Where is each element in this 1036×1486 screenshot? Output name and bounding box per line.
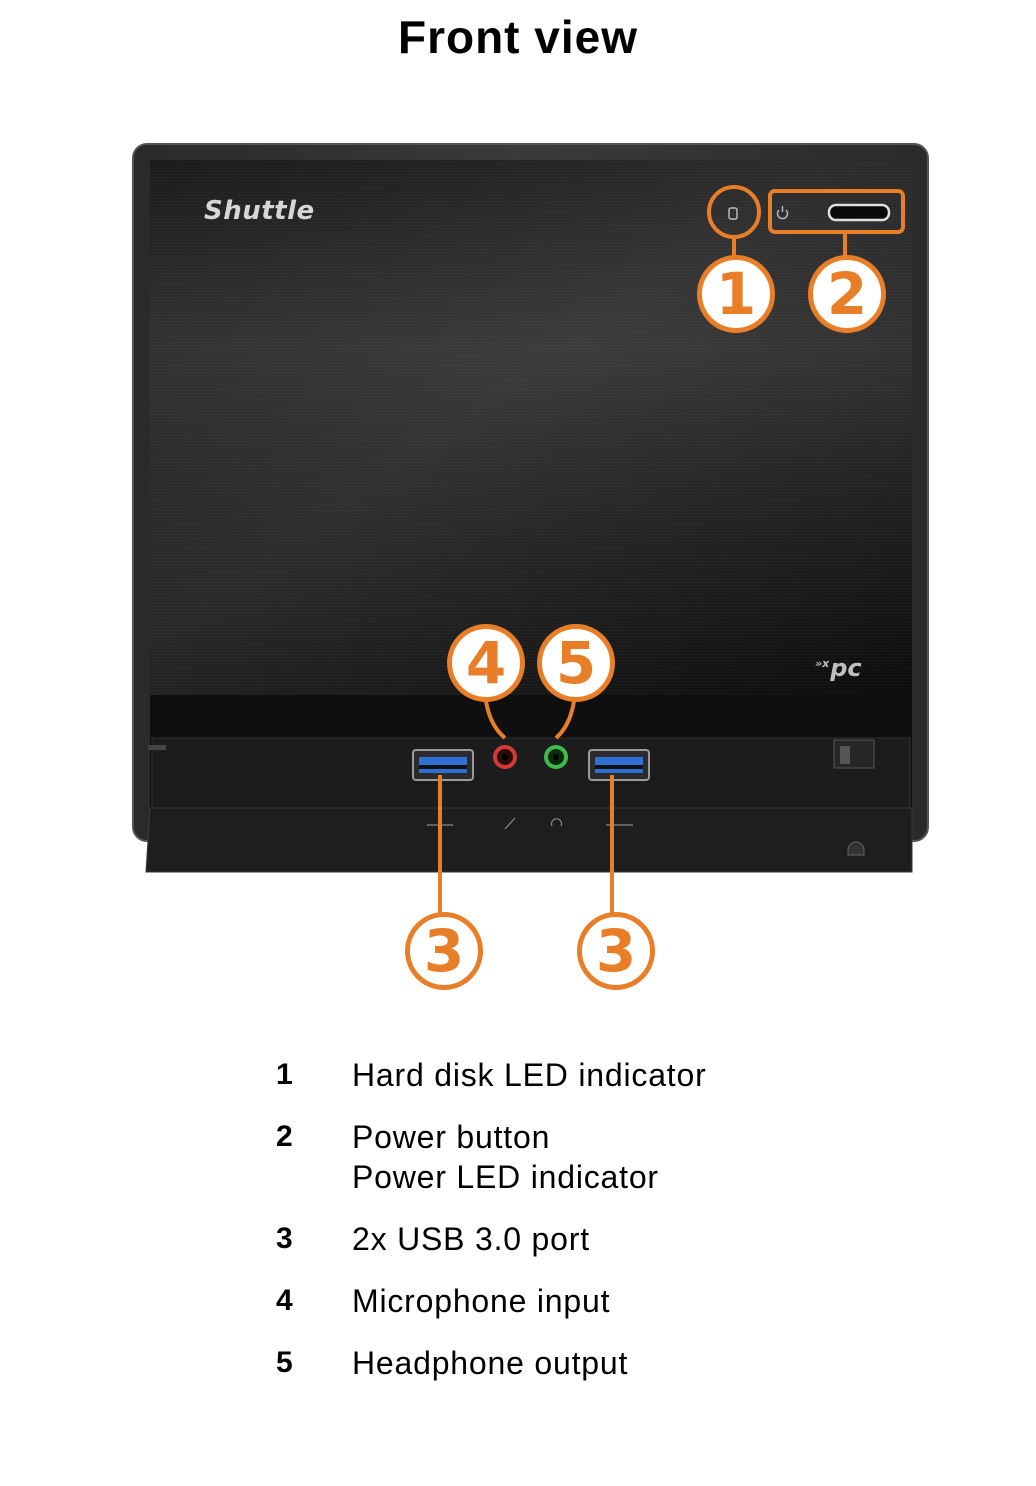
model-logo: »xpc (815, 654, 862, 682)
legend-text: 2x USB 3.0 port (352, 1219, 590, 1259)
legend-text: Headphone output (352, 1343, 628, 1383)
callout-3-left: 3 (405, 912, 483, 990)
legend-number: 2 (276, 1120, 293, 1153)
callout-2: 2 (808, 255, 886, 333)
callout-1: 1 (697, 255, 775, 333)
legend-text: Microphone input (352, 1281, 610, 1321)
legend-line: 2x USB 3.0 port (352, 1221, 590, 1257)
usb-port-right (588, 749, 650, 781)
legend-item: 1 Hard disk LED indicator (276, 1055, 976, 1095)
legend-number: 1 (276, 1058, 293, 1091)
legend-item: 4 Microphone input (276, 1281, 976, 1321)
legend-text: Hard disk LED indicator (352, 1055, 707, 1095)
power-icon (776, 206, 789, 220)
power-callout-box (768, 189, 905, 234)
legend-text: Power button Power LED indicator (352, 1117, 659, 1197)
legend-number: 3 (276, 1222, 293, 1255)
legend-item: 3 2x USB 3.0 port (276, 1219, 976, 1259)
power-button (827, 203, 891, 222)
legend-item: 2 Power button Power LED indicator (276, 1117, 976, 1197)
page-title: Front view (397, 11, 639, 63)
headphone-jack (544, 745, 568, 769)
legend-number: 4 (276, 1284, 293, 1317)
callout-4: 4 (447, 624, 525, 702)
callout-3-right: 3 (577, 912, 655, 990)
legend-number: 5 (276, 1346, 293, 1379)
chassis-foot (145, 807, 913, 873)
legend: 1 Hard disk LED indicator 2 Power button… (276, 1055, 976, 1405)
legend-line: Power LED indicator (352, 1159, 659, 1195)
legend-item: 5 Headphone output (276, 1343, 976, 1383)
model-logo-text: pc (830, 654, 862, 682)
brand-logo: Shuttle (204, 196, 315, 226)
legend-line: Microphone input (352, 1283, 611, 1319)
legend-line: Power button (352, 1119, 551, 1155)
device-illustration (132, 143, 929, 913)
device-front-panel: Shuttle »xpc 1 2 4 5 3 3 (132, 143, 929, 990)
legend-line: Hard disk LED indicator (352, 1057, 707, 1093)
lock-slot (847, 841, 865, 856)
callout-5: 5 (537, 624, 615, 702)
usb-port-left (412, 749, 474, 781)
legend-line: Headphone output (352, 1345, 629, 1381)
hdd-led-icon (728, 207, 738, 220)
mic-jack (493, 745, 517, 769)
model-logo-prefix: »x (815, 657, 830, 670)
